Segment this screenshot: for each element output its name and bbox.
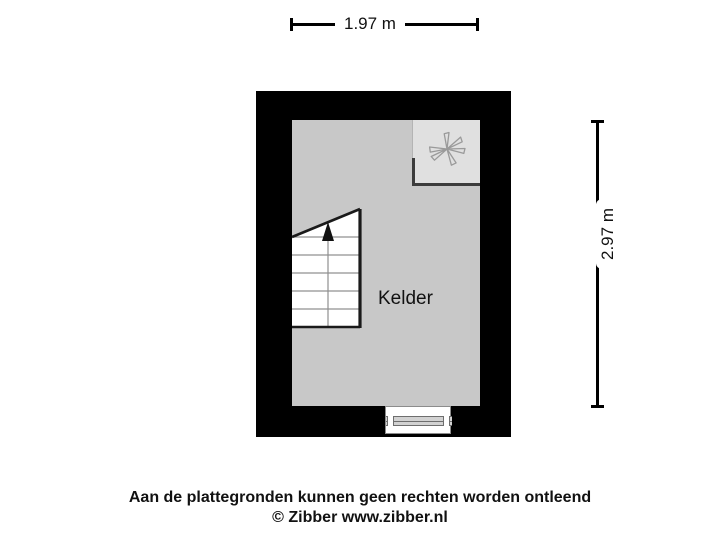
window-sash-right <box>443 416 450 426</box>
window-icon <box>385 406 452 434</box>
width-dimension-label: 1.97 m <box>335 12 405 36</box>
height-dimension-label: 2.97 m <box>595 199 620 269</box>
height-dimension-bottom-tick <box>591 405 604 408</box>
footer-copyright: © Zibber www.zibber.nl <box>272 509 448 526</box>
ventilation-closet-left-wall-stub <box>412 158 415 186</box>
stairs-up-arrow-icon <box>291 207 362 329</box>
window-glazing-band <box>386 416 452 426</box>
window-sash-left <box>387 416 394 426</box>
room-label-kelder: Kelder <box>378 288 433 309</box>
window-glazing-line <box>386 421 452 422</box>
width-dimension-left-tick <box>290 18 293 31</box>
footer-disclaimer: Aan de plattegronden kunnen geen rechten… <box>128 489 592 506</box>
ventilation-closet-bottom-wall <box>412 183 480 186</box>
ventilation-closet <box>412 120 480 186</box>
fan-icon <box>428 131 466 166</box>
height-dimension-top-tick <box>591 120 604 123</box>
footer: Aan de plattegronden kunnen geen rechten… <box>0 488 720 528</box>
width-dimension-right-tick <box>476 18 479 31</box>
